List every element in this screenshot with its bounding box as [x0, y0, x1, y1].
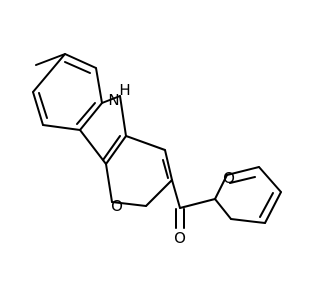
bond-benzene-5 — [32, 91, 44, 126]
bond-carbonyl-left — [171, 179, 181, 209]
bond-benzene-2 — [95, 67, 103, 104]
bond-furan-fused-3 — [145, 179, 173, 207]
bond-methyl — [35, 53, 66, 66]
atom-o-terminal: O — [223, 169, 235, 187]
bond-benzene-double-1 — [64, 61, 91, 74]
bond-furan-double — [162, 159, 169, 179]
bond-pyrrole-3 — [105, 135, 127, 165]
bond-pyrrole-2 — [119, 95, 127, 137]
bond-pyrrole-1 — [101, 95, 121, 104]
bond-furan-fused-1 — [125, 135, 166, 151]
bond-benzene-3 — [79, 102, 103, 131]
atom-o-carbonyl: O — [174, 229, 186, 247]
bond-terminal-furan-2 — [226, 166, 260, 176]
bond-pyrrole-double — [102, 135, 121, 161]
bond-benzene-4 — [42, 124, 81, 131]
bond-terminal-furan-1 — [214, 174, 228, 200]
bond-terminal-furan-6 — [214, 198, 232, 220]
bond-furan-fused-5 — [105, 163, 113, 203]
bond-pyrrole-4 — [79, 129, 107, 165]
atom-n: N — [108, 91, 119, 109]
bond-furan-fused-4 — [111, 201, 147, 207]
bond-benzene-1 — [64, 53, 97, 69]
bond-benzene-6 — [32, 53, 66, 93]
molecule-structure: N H O O O — [32, 53, 282, 247]
bond-benzene-double-3 — [38, 92, 48, 119]
bond-furan-fused-2 — [164, 149, 173, 181]
bond-terminal-furan-4 — [264, 191, 282, 224]
molecule-canvas: N H O O O — [32, 53, 282, 247]
bond-terminal-furan-double-1 — [229, 176, 256, 184]
bond-terminal-furan-5 — [230, 218, 266, 224]
bond-benzene-double-2 — [76, 102, 96, 125]
atom-o-fused: O — [111, 197, 123, 215]
atom-h: H — [119, 81, 130, 99]
bond-terminal-furan-3 — [258, 166, 282, 193]
bond-carbonyl-right — [179, 198, 216, 209]
bond-terminal-furan-double-2 — [259, 192, 274, 218]
